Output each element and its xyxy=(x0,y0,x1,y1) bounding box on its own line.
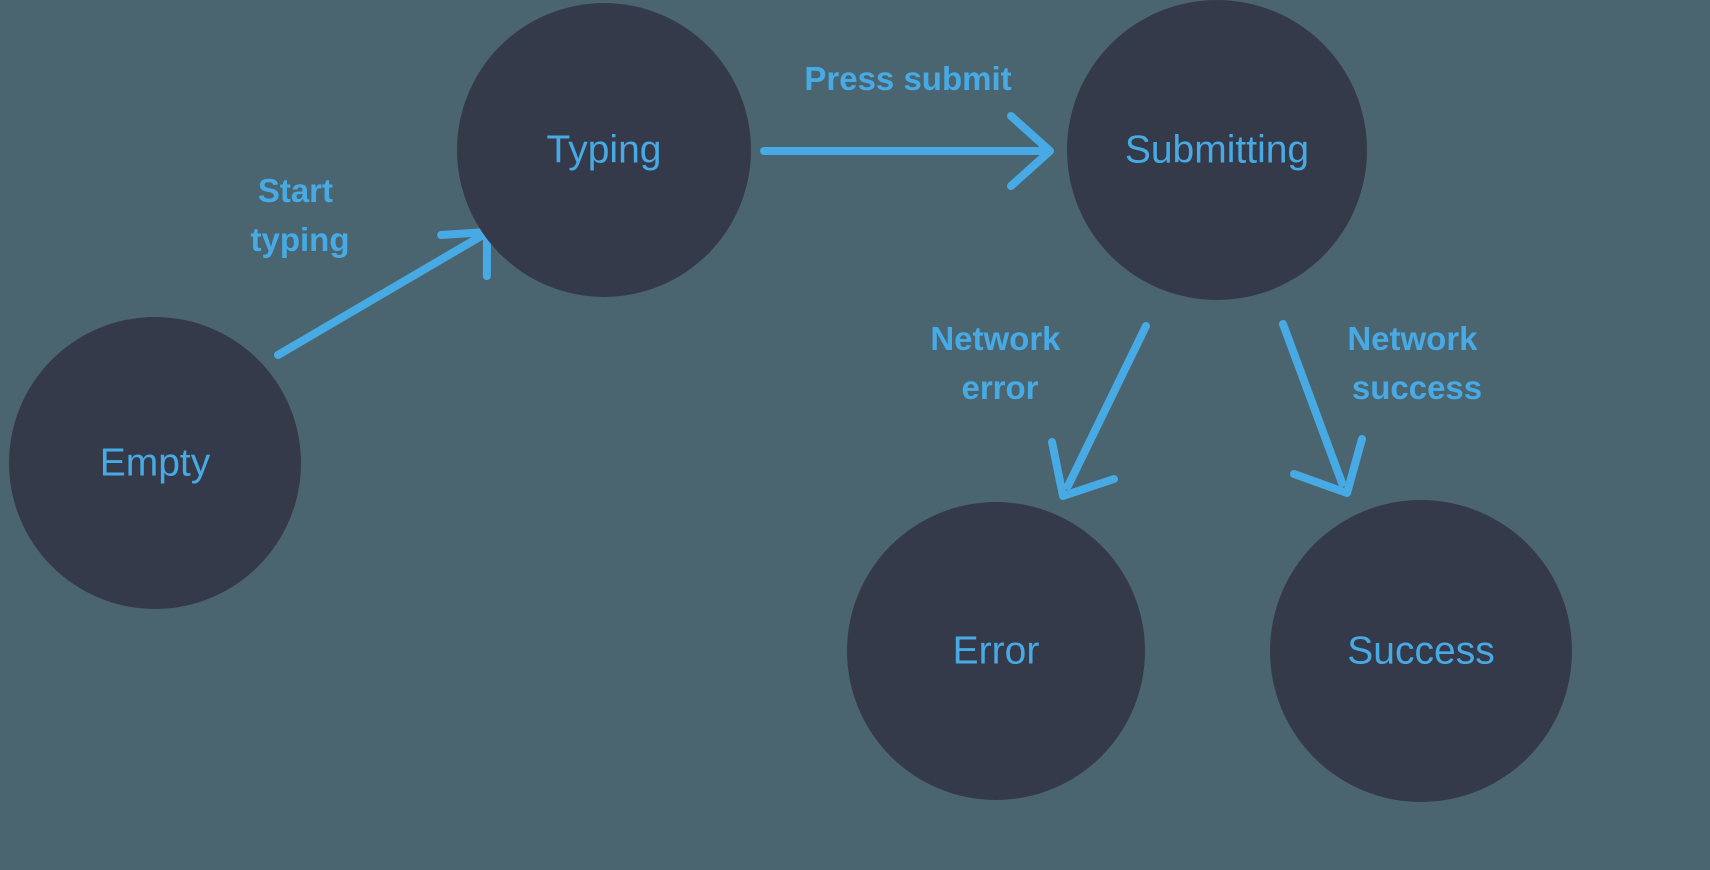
state-circle-empty xyxy=(9,317,301,609)
state-node-typing[interactable]: Typing xyxy=(457,3,751,297)
transition-arrow-network-error[interactable] xyxy=(1048,322,1150,500)
transition-label-network-success: Network success xyxy=(1347,320,1486,406)
state-label-empty: Empty xyxy=(100,441,211,484)
state-circle-error xyxy=(847,502,1145,800)
edge-line-network-success xyxy=(1279,320,1346,487)
edge-line-start-typing xyxy=(274,231,487,359)
state-label-success: Success xyxy=(1347,629,1494,672)
transition-labels: Start typing Press submit Network error … xyxy=(251,60,1486,406)
transition-arrow-press-submit[interactable] xyxy=(760,112,1054,190)
state-circle-submitting xyxy=(1067,0,1367,300)
state-node-empty[interactable]: Empty xyxy=(9,317,301,609)
state-nodes: Empty Typing Submitting Error Success xyxy=(9,0,1572,802)
state-label-typing: Typing xyxy=(547,128,662,171)
transition-label-line: success xyxy=(1352,369,1482,406)
state-label-submitting: Submitting xyxy=(1125,128,1309,171)
transition-label-start-typing: Start typing xyxy=(251,172,350,258)
transition-label-line: Network xyxy=(1347,320,1478,357)
state-node-submitting[interactable]: Submitting xyxy=(1067,0,1367,300)
arrowhead-network-success xyxy=(1290,435,1366,497)
transition-label-line: Network xyxy=(930,320,1061,357)
state-node-error[interactable]: Error xyxy=(847,502,1145,800)
transition-label-line: error xyxy=(961,369,1038,406)
transition-label-press-submit: Press submit xyxy=(804,60,1011,97)
state-label-error: Error xyxy=(953,629,1040,672)
state-node-success[interactable]: Success xyxy=(1270,500,1572,802)
transition-arrow-network-success[interactable] xyxy=(1279,320,1366,497)
edge-line-network-error xyxy=(1064,322,1150,490)
state-circle-typing xyxy=(457,3,751,297)
transition-label-line: Press submit xyxy=(804,60,1011,97)
arrowhead-network-error xyxy=(1048,438,1118,500)
transition-label-line: typing xyxy=(251,221,350,258)
transition-label-network-error: Network error xyxy=(930,320,1069,406)
state-circle-success xyxy=(1270,500,1572,802)
arrowhead-press-submit xyxy=(1007,112,1054,190)
transition-edges xyxy=(274,112,1366,500)
transition-label-line: Start xyxy=(258,172,333,209)
